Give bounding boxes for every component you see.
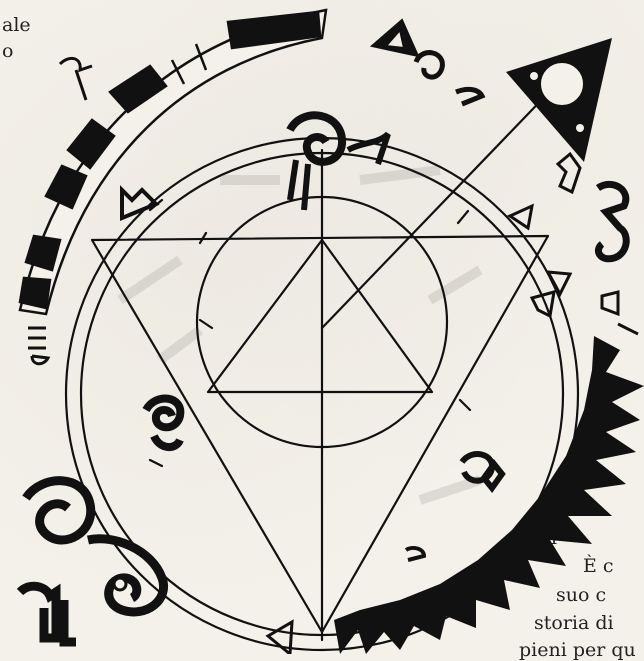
glyph-left-lower: [146, 399, 180, 448]
glyph-top-hook: [456, 89, 482, 104]
glyph-bottom-triangle: [268, 622, 292, 654]
glyph-top-swirl: [416, 53, 442, 77]
triangle-circle-symbol: [506, 38, 612, 162]
glyph-top-triangle: [372, 20, 418, 56]
glyph-bottom-mark: [406, 548, 424, 560]
upright-triangle: [208, 240, 432, 392]
glyph-left-middle: [28, 328, 48, 364]
sawtooth-band: [334, 336, 644, 654]
glyph-bottom-left-large: [20, 481, 164, 642]
